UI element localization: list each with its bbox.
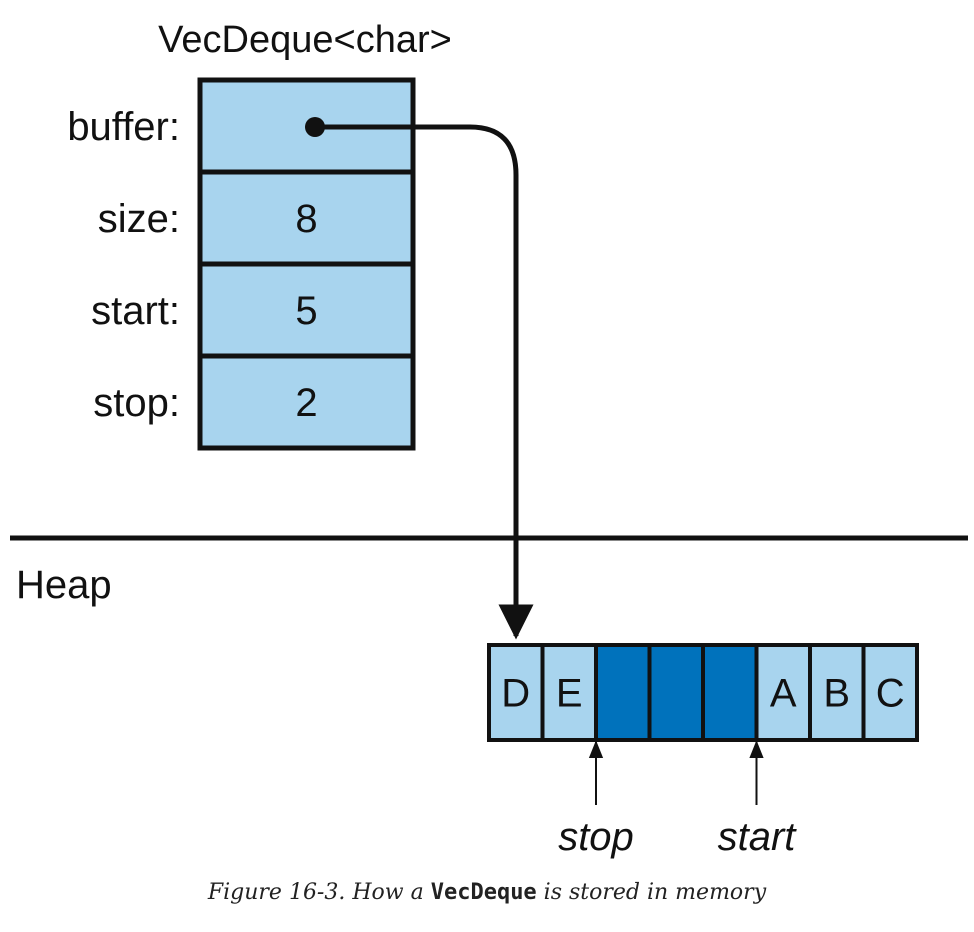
field-label-stop: stop: (93, 381, 180, 425)
pointer-label-stop: stop (558, 815, 634, 859)
heap-cell (861, 643, 919, 742)
caption-suffix: is stored in memory (536, 880, 767, 905)
struct-title: VecDeque<char> (158, 19, 452, 61)
heap-pointers: stop start (558, 740, 798, 859)
heap-cell (754, 643, 812, 742)
buffer-pointer-arrow (315, 124, 534, 640)
figure-caption: Figure 16-3. How a VecDeque is stored in… (0, 880, 974, 905)
heap-cell (594, 643, 652, 742)
heap-cell-value: D (501, 672, 530, 716)
field-value-start: 5 (295, 289, 317, 333)
heap-cell-value: A (770, 672, 797, 716)
field-label-size: size: (98, 197, 180, 241)
heap-cell-value: B (823, 672, 850, 716)
struct-fields: buffer: size: 8 start: 5 stop: 2 (67, 77, 416, 451)
caption-code: VecDeque (430, 880, 537, 905)
field-value-stop: 2 (295, 381, 317, 425)
field-box-stop (197, 353, 416, 451)
heap-cell-value: E (556, 672, 583, 716)
field-value-size: 8 (295, 197, 317, 241)
field-label-start: start: (91, 289, 180, 333)
heap-cell (647, 643, 705, 742)
heap-label: Heap (16, 563, 112, 607)
caption-prefix: Figure 16-3. How a (207, 880, 431, 905)
heap-cell (808, 643, 866, 742)
heap-cell-value: C (876, 672, 905, 716)
field-label-buffer: buffer: (67, 105, 180, 149)
heap-cell (701, 643, 759, 742)
pointer-label-start: start (718, 815, 798, 859)
